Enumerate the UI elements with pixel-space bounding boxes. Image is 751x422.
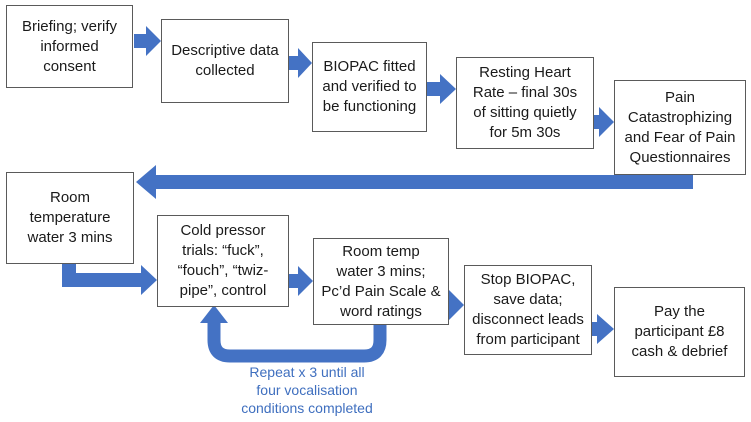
step-label: Room temperature water 3 mins [27, 189, 113, 246]
arrow-1-2 [134, 26, 161, 56]
loop-arrow [207, 322, 387, 363]
step-label: Descriptive data collected [171, 42, 279, 79]
step-questionnaires: Pain Catastrophizing and Fear of Pain Qu… [614, 80, 746, 175]
step-label: Pain Catastrophizing and Fear of Pain Qu… [624, 88, 736, 166]
step-descriptive-data: Descriptive data collected [161, 19, 289, 103]
arrow-4-5 [594, 107, 614, 137]
arrow-5-6-return [136, 165, 693, 199]
step-cold-pressor-trials: Cold pressor trials: “fuck”, “fouch”, “t… [157, 215, 289, 307]
step-label: Cold pressor trials: “fuck”, “fouch”, “t… [177, 222, 269, 299]
step-label: Briefing; verify informed consent [21, 17, 118, 75]
arrow-3-4 [427, 74, 456, 104]
step-stop-biopac: Stop BIOPAC, save data; disconnect leads… [464, 265, 592, 355]
step-label: Pay the participant £8 cash & debrief [631, 303, 728, 360]
arrow-6-7 [62, 264, 157, 295]
step-pay-participant: Pay the participant £8 cash & debrief [614, 287, 745, 377]
arrow-7-8 [289, 266, 313, 296]
step-biopac-fitted: BIOPAC fitted and verified to be functio… [312, 42, 427, 132]
arrow-2-3 [289, 48, 312, 78]
step-resting-heart-rate: Resting Heart Rate – final 30s of sittin… [456, 57, 594, 149]
step-room-temperature-water: Room temperature water 3 mins [6, 172, 134, 264]
step-briefing: Briefing; verify informed consent [6, 5, 133, 88]
loop-caption: Repeat x 3 until all four vocalisation c… [241, 364, 373, 416]
arrow-9-10 [592, 314, 614, 344]
loop-arrow-head [200, 305, 228, 323]
step-room-temp-ratings: Room temp water 3 mins; Pc’d Pain Scale … [313, 238, 449, 325]
step-label: BIOPAC fitted and verified to be functio… [322, 58, 417, 115]
step-label: Room temp water 3 mins; Pc’d Pain Scale … [321, 242, 441, 320]
step-label: Resting Heart Rate – final 30s of sittin… [472, 64, 578, 141]
step-label: Stop BIOPAC, save data; disconnect leads… [472, 271, 584, 348]
